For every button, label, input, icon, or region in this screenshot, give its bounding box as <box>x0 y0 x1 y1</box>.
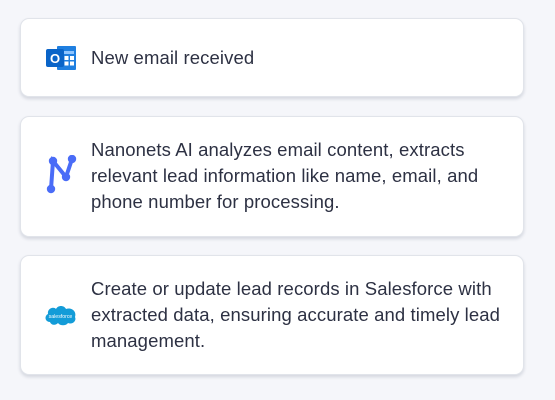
step-description: Nanonets AI analyzes email content, extr… <box>91 139 479 212</box>
svg-text:salesforce: salesforce <box>49 314 73 320</box>
workflow-step-card-salesforce: salesforce Create or update lead records… <box>20 255 524 375</box>
outlook-icon: O <box>43 40 79 76</box>
workflow-step-card-nanonets: Nanonets AI analyzes email content, extr… <box>20 116 524 237</box>
step-description: Create or update lead records in Salesfo… <box>91 278 501 351</box>
svg-text:O: O <box>50 51 60 66</box>
salesforce-icon: salesforce <box>43 297 79 333</box>
step-description: New email received <box>91 47 255 68</box>
nanonets-icon <box>43 155 79 194</box>
workflow-step-card-new-email: O New email received <box>20 18 524 97</box>
